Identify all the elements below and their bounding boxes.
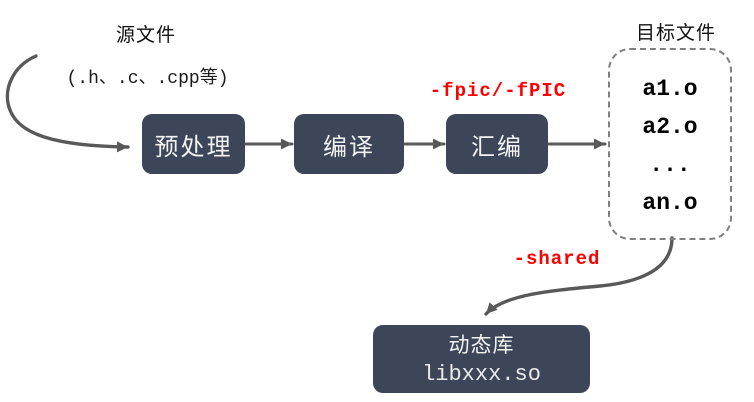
node-assemble-label: 汇编 xyxy=(471,133,523,161)
node-preprocess-label: 预处理 xyxy=(154,133,233,161)
node-compile-label: 编译 xyxy=(323,133,375,161)
object-files-ellipsis: ... xyxy=(649,152,691,178)
object-file-item: an.o xyxy=(642,190,698,216)
node-dynamic-library: 动态库 libxxx.so xyxy=(373,325,590,393)
source-files-title: 源文件 xyxy=(115,25,176,46)
node-preprocess: 预处理 xyxy=(142,114,245,174)
fpic-flag-label: -fpic/-fPIC xyxy=(429,80,567,102)
object-files-container: a1.o a2.o ... an.o xyxy=(608,48,732,240)
node-compile: 编译 xyxy=(294,114,404,174)
shared-flag-label: -shared xyxy=(513,248,601,270)
object-file-item: a2.o xyxy=(642,114,698,140)
source-files-extensions: (.h、.c、.cpp等) xyxy=(66,69,229,89)
object-file-item: a1.o xyxy=(642,76,698,102)
object-files-title: 目标文件 xyxy=(635,23,716,44)
dynamic-library-title: 动态库 xyxy=(448,333,515,357)
dynamic-library-filename: libxxx.so xyxy=(422,361,541,387)
node-assemble: 汇编 xyxy=(446,114,548,174)
